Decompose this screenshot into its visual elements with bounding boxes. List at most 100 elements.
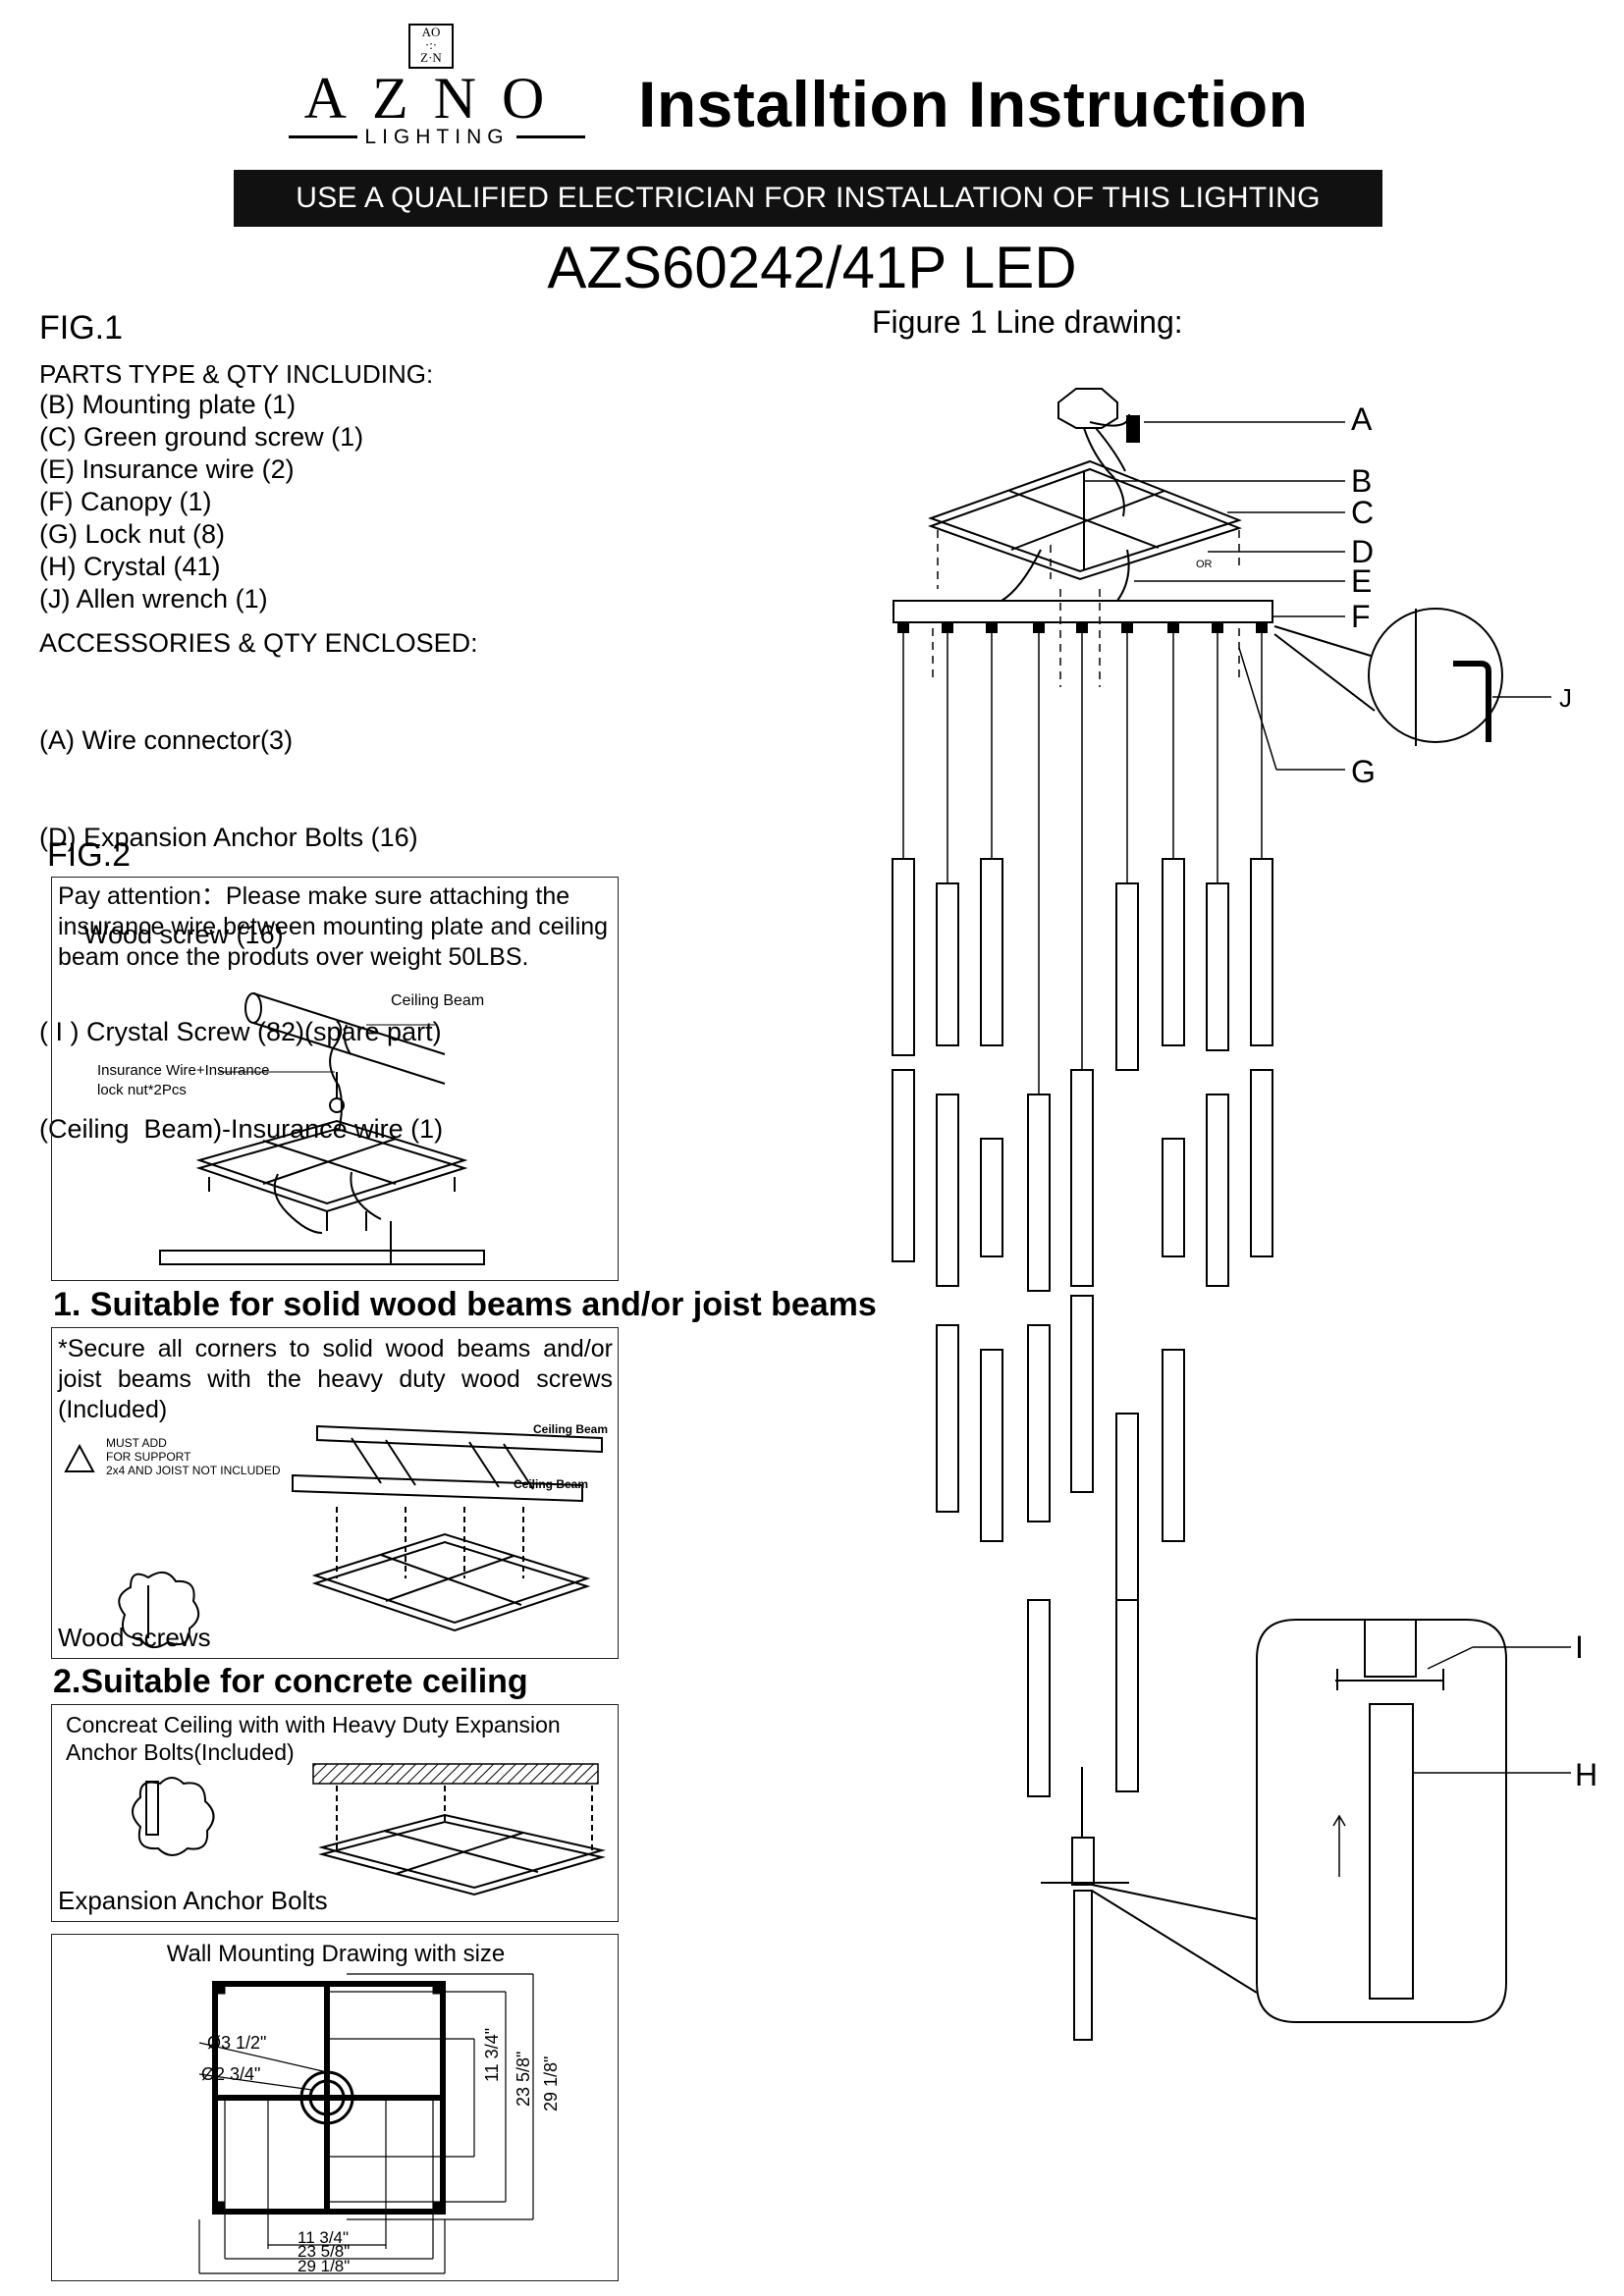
ceiling-beam-tag-2: Ceiling Beam [514,1477,589,1491]
page-title: Installtion Instruction [638,68,1309,140]
accessories-heading: ACCESSORIES & QTY ENCLOSED: [39,628,478,658]
mounting-plate-frame [928,459,1242,573]
expansion-anchor-label: Expansion Anchor Bolts [58,1886,328,1915]
brand-name: AZNO [303,66,570,131]
crystal-tube [1250,858,1273,1046]
accessory-item: ( I ) Crystal Screw (82)(spare part) [39,1017,442,1046]
crystal-tube [1115,1599,1139,1792]
crystal-tube [1070,1295,1094,1493]
dimension-h2: 23 5/8" [298,2242,351,2261]
crystal-tube [1115,1413,1139,1601]
wall-mounting-panel: Wall Mounting Drawing with size [51,1934,619,2281]
accessory-item: (A) Wire connector(3) [39,725,294,755]
parts-item: (F) Canopy (1) [39,487,212,516]
dimension-h3: 29 1/8" [298,2257,351,2275]
parts-item: (C) Green ground screw (1) [39,422,364,452]
dimension-h1: 11 3/4" [298,2228,350,2247]
must-add-line-1: MUST ADD [106,1436,167,1450]
section2-panel: Concreat Ceiling with with Heavy Duty Ex… [51,1704,619,1922]
crystal-tube [1206,1094,1229,1287]
insurance-wire-label: Insurance Wire+Insurance [97,1062,270,1079]
canopy-bar [893,600,1273,623]
accessories-list: (A) Wire connector(3) (D) Expansion Anch… [39,660,443,1178]
crystal-tube [980,1138,1003,1257]
wall-drawing-title: Wall Mounting Drawing with size [166,1941,506,1967]
electrician-warning-bar: USE A QUALIFIED ELECTRICIAN FOR INSTALLA… [234,170,1382,271]
ceiling-beam-tag: Ceiling Beam [533,1422,609,1436]
brand-sub: LIGHTING [364,126,510,148]
insurance-wire-label-2: lock nut*2Pcs [97,1082,187,1098]
crystal-tube [1162,1349,1185,1542]
section1-panel: *Secure all corners to solid wood beams … [51,1327,619,1659]
lock-nut [986,623,998,633]
fig2-label: FIG.2 [47,836,132,874]
crystal-tube [1027,1094,1051,1292]
section2-heading: 2.Suitable for concrete ceiling [53,1663,528,1700]
parts-list: (B) Mounting plate (1) (C) Green ground … [39,389,363,615]
fig2-panel: Pay attention：Please make sure attaching… [51,877,619,1281]
accessory-item: Wood screw (16) [39,920,284,949]
fig2-note: Pay attention：Please make sure attaching… [58,882,609,971]
model-number: AZS60242/41P LED [547,235,1077,300]
wire-connector-hub [1057,388,1118,429]
dimension-d1: Ø3 1/2" [207,2033,267,2053]
callout-a: A [1351,401,1373,437]
lock-nut [1076,623,1088,633]
crystal-tube [1070,1069,1094,1287]
crystal-tube [936,1094,959,1287]
section2-note: Concreat Ceiling with with Heavy Duty Ex… [66,1712,561,1765]
crystal-tube [892,1069,915,1262]
accessory-item: (Ceiling Beam)-Insurance wire (1) [39,1114,444,1144]
logo-box: AO ·:· Z·N [408,24,454,69]
crystal-tube [892,858,915,1056]
brand-logo: AO ·:· Z·N AZNO LIGHTING [285,22,589,159]
fig1-label: FIG.1 [39,309,124,347]
parts-item: (H) Crystal (41) [39,552,221,581]
brand-underline [289,135,357,138]
callout-j: J [1559,683,1572,713]
logo-box-bot: Z·N [420,50,442,65]
accessory-item: (D) Expansion Anchor Bolts (16) [39,823,418,852]
wall-mount-dimension-drawing [198,1973,534,2274]
crystal-tube [1250,1069,1273,1257]
callout-d: D [1351,534,1375,569]
crystal-tube [1027,1599,1051,1797]
section1-heading: 1. Suitable for solid wood beams and/or … [53,1286,877,1323]
lock-nut [1033,623,1045,633]
crystal-tube [980,1349,1003,1542]
crystal-tube [936,1324,959,1513]
wood-screws-label: Wood screws [58,1623,211,1652]
lock-nut [1121,623,1133,633]
parts-item: (J) Allen wrench (1) [39,584,268,614]
lock-nut [897,623,909,633]
callout-b: B [1351,463,1373,499]
lock-nut [1256,623,1268,633]
callout-h: H [1575,1757,1598,1792]
parts-heading: PARTS TYPE & QTY INCLUDING: [39,359,434,389]
callout-g: G [1351,754,1376,789]
parts-item: (B) Mounting plate (1) [39,390,297,419]
lock-nut [1212,623,1223,633]
logo-box-mid: ·:· [424,37,438,52]
callout-f: F [1351,599,1371,634]
or-label: OR [1196,559,1213,570]
must-add-line-3: 2x4 AND JOIST NOT INCLUDED [106,1464,281,1477]
section1-note: *Secure all corners to solid wood beams … [58,1335,613,1423]
callout-e: E [1351,563,1373,599]
callout-i: I [1575,1629,1584,1665]
crystal-tube [1162,1138,1185,1257]
parts-item: (G) Lock nut (8) [39,519,226,549]
crystal-tube [936,882,959,1046]
logo-box-top: AO [421,25,441,39]
crystal-tube [1115,882,1139,1071]
crystal-tube [1162,858,1185,1046]
concrete-ceiling-diagram [132,1763,606,1896]
must-add-line-2: FOR SUPPORT [106,1450,191,1464]
wood-beam-diagram [64,1424,603,1649]
callout-c: C [1351,495,1375,530]
dimension-d2: Ø2 3/4" [201,2064,261,2084]
ceiling-beam-label: Ceiling Beam [391,992,485,1009]
insurance-wire-diagram [159,992,485,1265]
